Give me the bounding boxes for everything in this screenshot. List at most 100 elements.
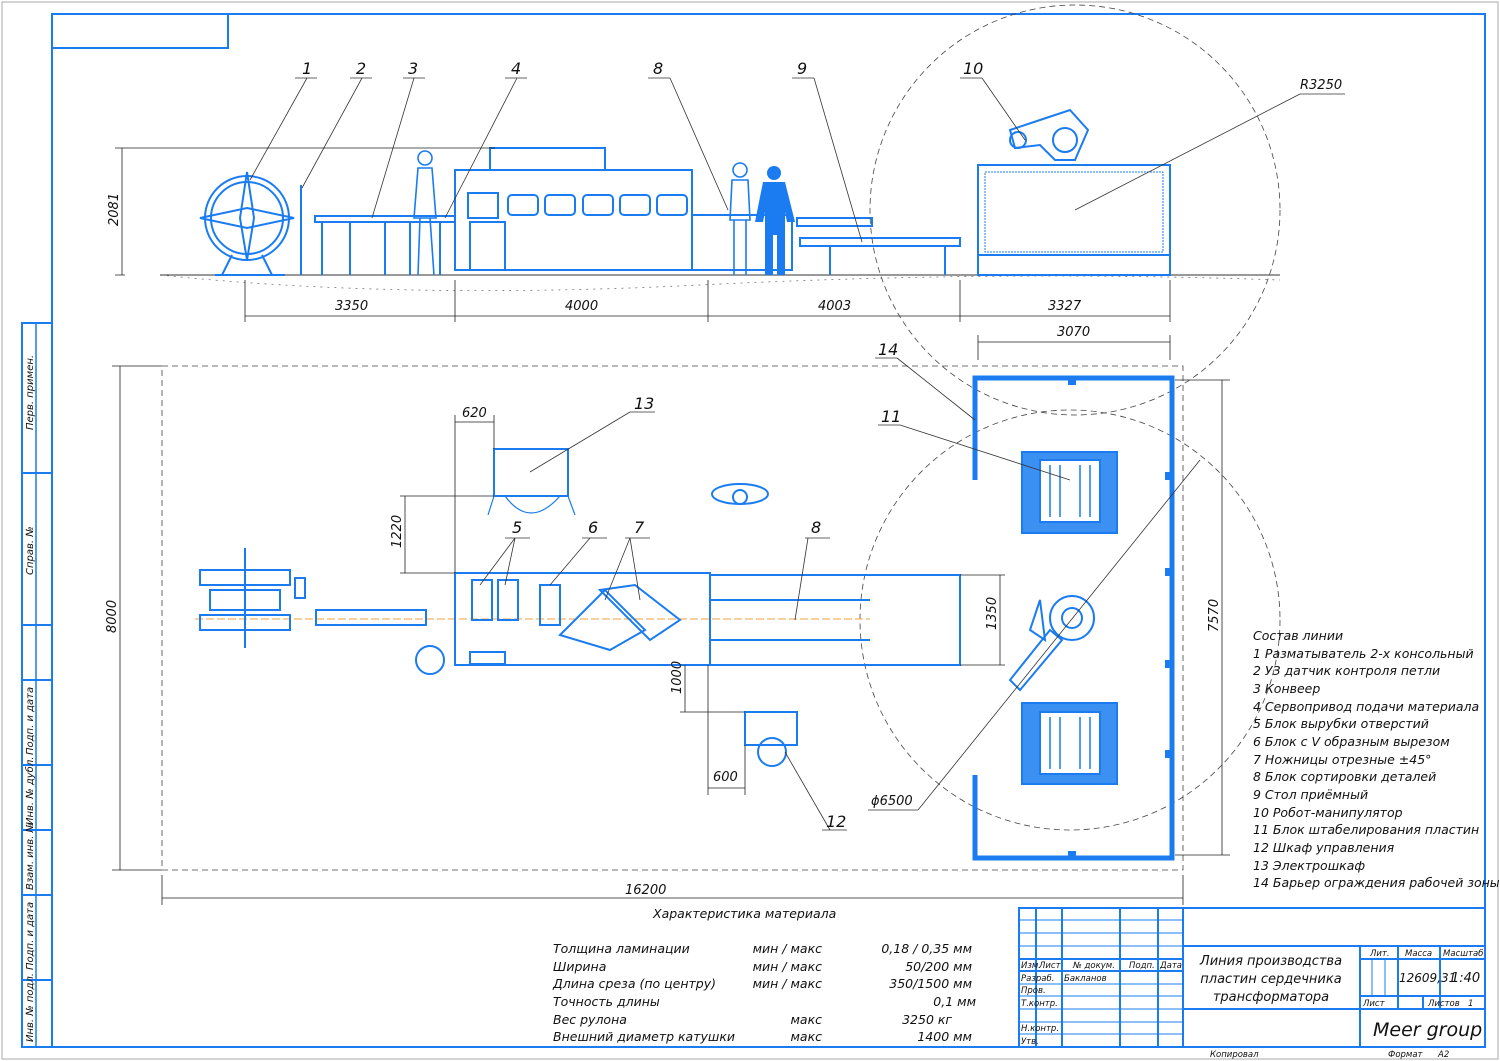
legend-item: 13 Электрошкаф (1253, 858, 1365, 873)
callout-9: 9 (797, 59, 807, 78)
material-value: 50/200 мм (905, 959, 972, 974)
legend-item: 14 Барьер ограждения рабочей зоны (1253, 875, 1500, 890)
tb-sheet: Лист (1362, 999, 1386, 1009)
dim-height: 2081 (107, 193, 122, 226)
tb-header: Дата (1159, 961, 1182, 971)
tb-name-line: трансформатора (1213, 990, 1329, 1005)
legend-item: 9 Стол приёмный (1253, 787, 1368, 802)
callout-2: 2 (356, 59, 366, 78)
dim-label: 1220 (390, 515, 405, 548)
callout-8: 8 (653, 59, 663, 78)
dim-label: 3327 (1048, 299, 1082, 314)
material-name: Толщина ламинации (553, 941, 690, 956)
legend: Состав линии 1 Разматыватель 2-х консоль… (1253, 628, 1500, 890)
tb-role: Разраб. (1021, 974, 1054, 984)
callout-13: 13 (634, 394, 654, 413)
material-kind: мин / макс (753, 941, 823, 956)
cabinet-door-swing (487, 495, 576, 516)
press-line-plan (454, 572, 961, 666)
legend-item: 1 Разматыватель 2-х консольный (1253, 646, 1474, 661)
stamp-label: Перв. примен. (25, 355, 36, 430)
callout-6: 6 (588, 518, 598, 537)
tb-role: Н.контр. (1021, 1024, 1059, 1034)
stacking-pallet (1021, 702, 1118, 785)
dim-label: 3350 (335, 299, 368, 314)
robot-plan (1008, 595, 1095, 692)
material-kind: макс (790, 1029, 822, 1044)
stamp-label: Взам. инв. № (25, 822, 36, 890)
tb-role: Т.контр. (1021, 999, 1058, 1009)
dim-label: 7570 (1207, 599, 1222, 632)
decoiler-side (199, 171, 302, 276)
callout-1: 1 (302, 59, 312, 78)
dim-label: 620 (462, 406, 487, 421)
dim-label: 1000 (670, 661, 685, 694)
dim-label: 8000 (105, 600, 120, 633)
side-view: 1 2 3 4 8 9 10 R3250 2081 3350 4000 4003… (107, 4, 1345, 416)
callout-12: 12 (826, 812, 846, 831)
material-title: Характеристика материала (652, 906, 836, 921)
legend-item: 7 Ножницы отрезные ±45° (1253, 752, 1431, 767)
tb-name-line: пластин сердечника (1200, 972, 1341, 987)
tb-mass: 12609,31 (1399, 971, 1456, 985)
tb-mass-label: Масса (1405, 949, 1432, 959)
legend-item: 5 Блок вырубки отверстий (1253, 716, 1429, 731)
title-block: Изм. Лист № докум. Подп. Дата Разраб. Ба… (1018, 907, 1486, 1060)
robot-cell-side (977, 108, 1171, 276)
material-value: 1400 мм (917, 1029, 972, 1044)
operator-figure (729, 162, 751, 275)
tb-sheets: Листов (1427, 999, 1460, 1009)
ground-fill (159, 274, 1281, 292)
control-cabinet (744, 711, 798, 746)
material-value: 3250 кг (902, 1012, 952, 1027)
legend-item: 2 УЗ датчик контроля петли (1253, 663, 1440, 678)
legend-item: 4 Сервопривод подачи материала (1253, 699, 1479, 714)
material-value: 0,1 мм (933, 994, 976, 1009)
legend-item: 12 Шкаф управления (1253, 840, 1395, 855)
material-kind: мин / макс (753, 959, 823, 974)
decoiler-plan (199, 548, 427, 648)
dim-label: 4000 (565, 299, 598, 314)
callout-10: 10 (963, 59, 983, 78)
side-stamp: Перв. примен. Справ. № Подп. и дата Инв.… (21, 322, 53, 1048)
legend-title: Состав линии (1253, 628, 1343, 643)
material-kind: макс (790, 1012, 822, 1027)
barrier-plan (972, 375, 1175, 861)
legend-item: 10 Робот-манипулятор (1253, 805, 1403, 820)
robot-reach-circle (869, 4, 1281, 416)
callout-4: 4 (511, 59, 521, 78)
legend-item: 6 Блок с V образным вырезом (1253, 734, 1450, 749)
tb-header: Лист (1038, 961, 1062, 971)
tb-role: Утв. (1021, 1037, 1039, 1047)
material-kind: мин / макс (753, 976, 823, 991)
callout-11: 11 (881, 407, 901, 426)
callout-5: 5 (512, 518, 522, 537)
dim-label: 16200 (625, 883, 666, 898)
electrical-cabinet (493, 448, 569, 497)
press-line-side (454, 147, 793, 271)
material-name: Длина среза (по центру) (552, 976, 716, 991)
stamp-label: Подп. и дата (25, 902, 36, 970)
stamp-label: Инв. № дубл. (24, 757, 36, 825)
material-value: 350/1500 мм (889, 976, 972, 991)
tb-scale-label: Масштаб (1443, 949, 1483, 959)
callout-7: 7 (634, 518, 645, 537)
stamp-label: Подп. и дата (25, 687, 36, 755)
tb-scale: 1:40 (1451, 971, 1480, 986)
diameter-label: ϕ6500 (871, 794, 913, 809)
legend-item: 8 Блок сортировки деталей (1253, 769, 1436, 784)
callout-8-plan: 8 (811, 518, 821, 537)
operator-plan (757, 737, 787, 767)
callout-3: 3 (408, 59, 418, 78)
dim-label: 600 (713, 770, 738, 785)
tb-company: Meer group (1373, 1019, 1482, 1041)
radius-label: R3250 (1300, 78, 1342, 93)
tb-sheets-count: 1 (1468, 999, 1473, 1009)
tb-header: Изм. (1021, 961, 1041, 971)
stacking-pallet (1021, 451, 1118, 534)
stamp-label: Справ. № (25, 526, 36, 575)
tb-name-line: Линия производства (1199, 954, 1342, 969)
material-name: Точность длины (553, 994, 660, 1009)
tb-lit: Лит. (1369, 949, 1390, 959)
